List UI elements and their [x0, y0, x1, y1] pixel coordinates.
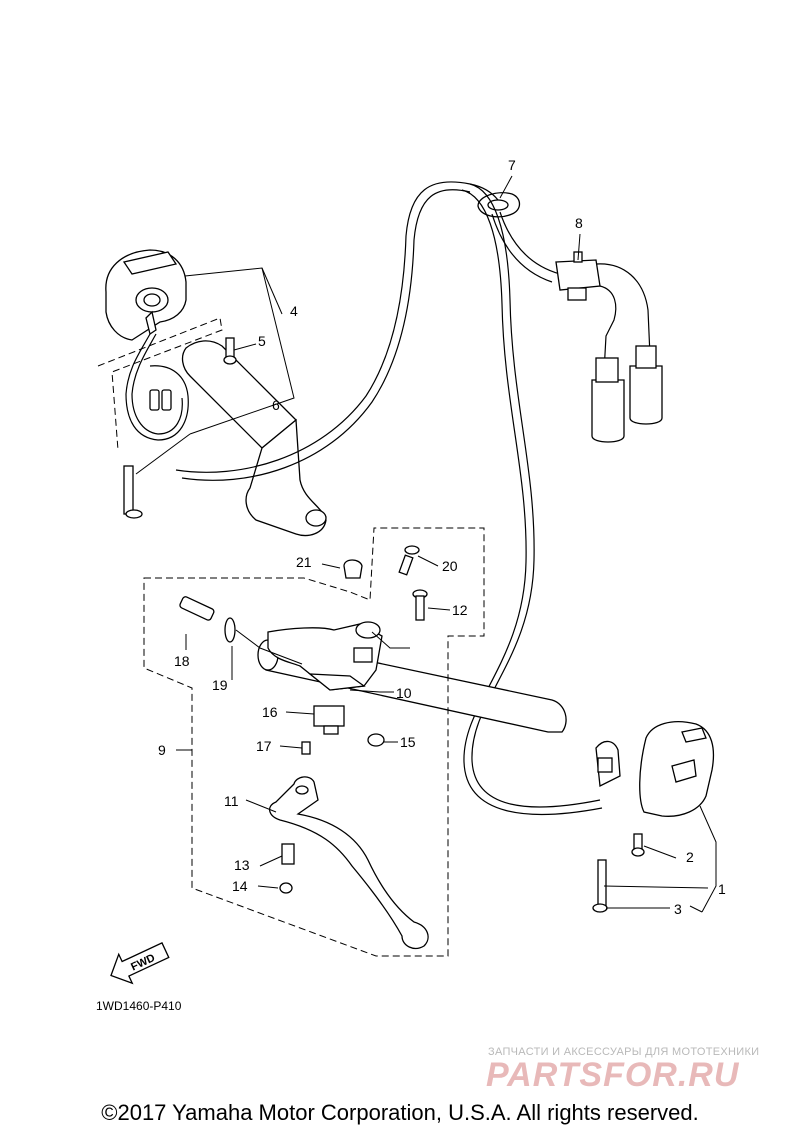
cap-21 [343, 559, 363, 579]
wire-connectors [591, 345, 663, 443]
watermark-tagline: ЗАПЧАСТИ И АКСЕССУАРЫ ДЛЯ МОТОТЕХНИКИ [488, 1046, 759, 1058]
bolt-20 [398, 545, 420, 576]
callout-16: 16 [262, 704, 278, 720]
screw-17 [301, 741, 311, 755]
watermark-logo: PARTSFOR.RU [486, 1056, 740, 1094]
callout-13: 13 [234, 857, 250, 873]
callout-12: 12 [452, 602, 468, 618]
oring-14 [279, 882, 293, 894]
left-handlebar-switch [105, 249, 189, 441]
left-switch-cable [175, 181, 471, 473]
callout-4: 4 [290, 303, 298, 319]
screw-5 [223, 337, 237, 365]
callout-9: 9 [158, 742, 166, 758]
left-grip [181, 340, 327, 537]
screw-3 [592, 859, 608, 913]
diagram-code: 1WD1460-P410 [96, 999, 182, 1013]
cable-clamp-7 [477, 192, 521, 218]
callout-labels: 1 2 3 4 5 6 7 8 9 10 11 12 13 14 15 16 1… [158, 157, 726, 917]
callout-5: 5 [258, 333, 266, 349]
callout-21: 21 [296, 554, 312, 570]
callout-11: 11 [224, 793, 239, 809]
bush-13 [281, 843, 295, 865]
callout-2: 2 [686, 849, 694, 865]
screw-2 [631, 833, 645, 857]
long-bolt-left [123, 465, 143, 519]
nut-15 [367, 733, 385, 747]
callout-7: 7 [508, 157, 516, 173]
fwd-arrow-icon: FWD [110, 942, 170, 985]
bolt-12 [412, 589, 428, 621]
callout-19: 19 [212, 677, 228, 693]
clutch-perch-10 [267, 621, 383, 691]
callout-1: 1 [718, 881, 726, 897]
assembly-outline-6 [97, 317, 223, 451]
right-switch-cable [469, 183, 601, 808]
right-handlebar-switch [595, 721, 715, 817]
assembly-outline-9 [143, 527, 485, 957]
callout-8: 8 [575, 215, 583, 231]
leader-lines [135, 175, 717, 913]
clutch-lever-11 [269, 776, 429, 950]
callout-15: 15 [400, 734, 416, 750]
callout-17: 17 [256, 738, 272, 754]
callout-10: 10 [396, 685, 412, 701]
callout-3: 3 [674, 901, 682, 917]
callout-20: 20 [442, 558, 458, 574]
callout-18: 18 [174, 653, 190, 669]
switch-16 [313, 705, 345, 735]
adjuster-18 [179, 596, 215, 621]
callout-6: 6 [272, 397, 280, 413]
copyright-notice: ©2017 Yamaha Motor Corporation, U.S.A. A… [101, 1100, 699, 1125]
callout-14: 14 [232, 878, 248, 894]
fwd-label: FWD [129, 952, 157, 973]
locknut-19 [224, 617, 236, 643]
